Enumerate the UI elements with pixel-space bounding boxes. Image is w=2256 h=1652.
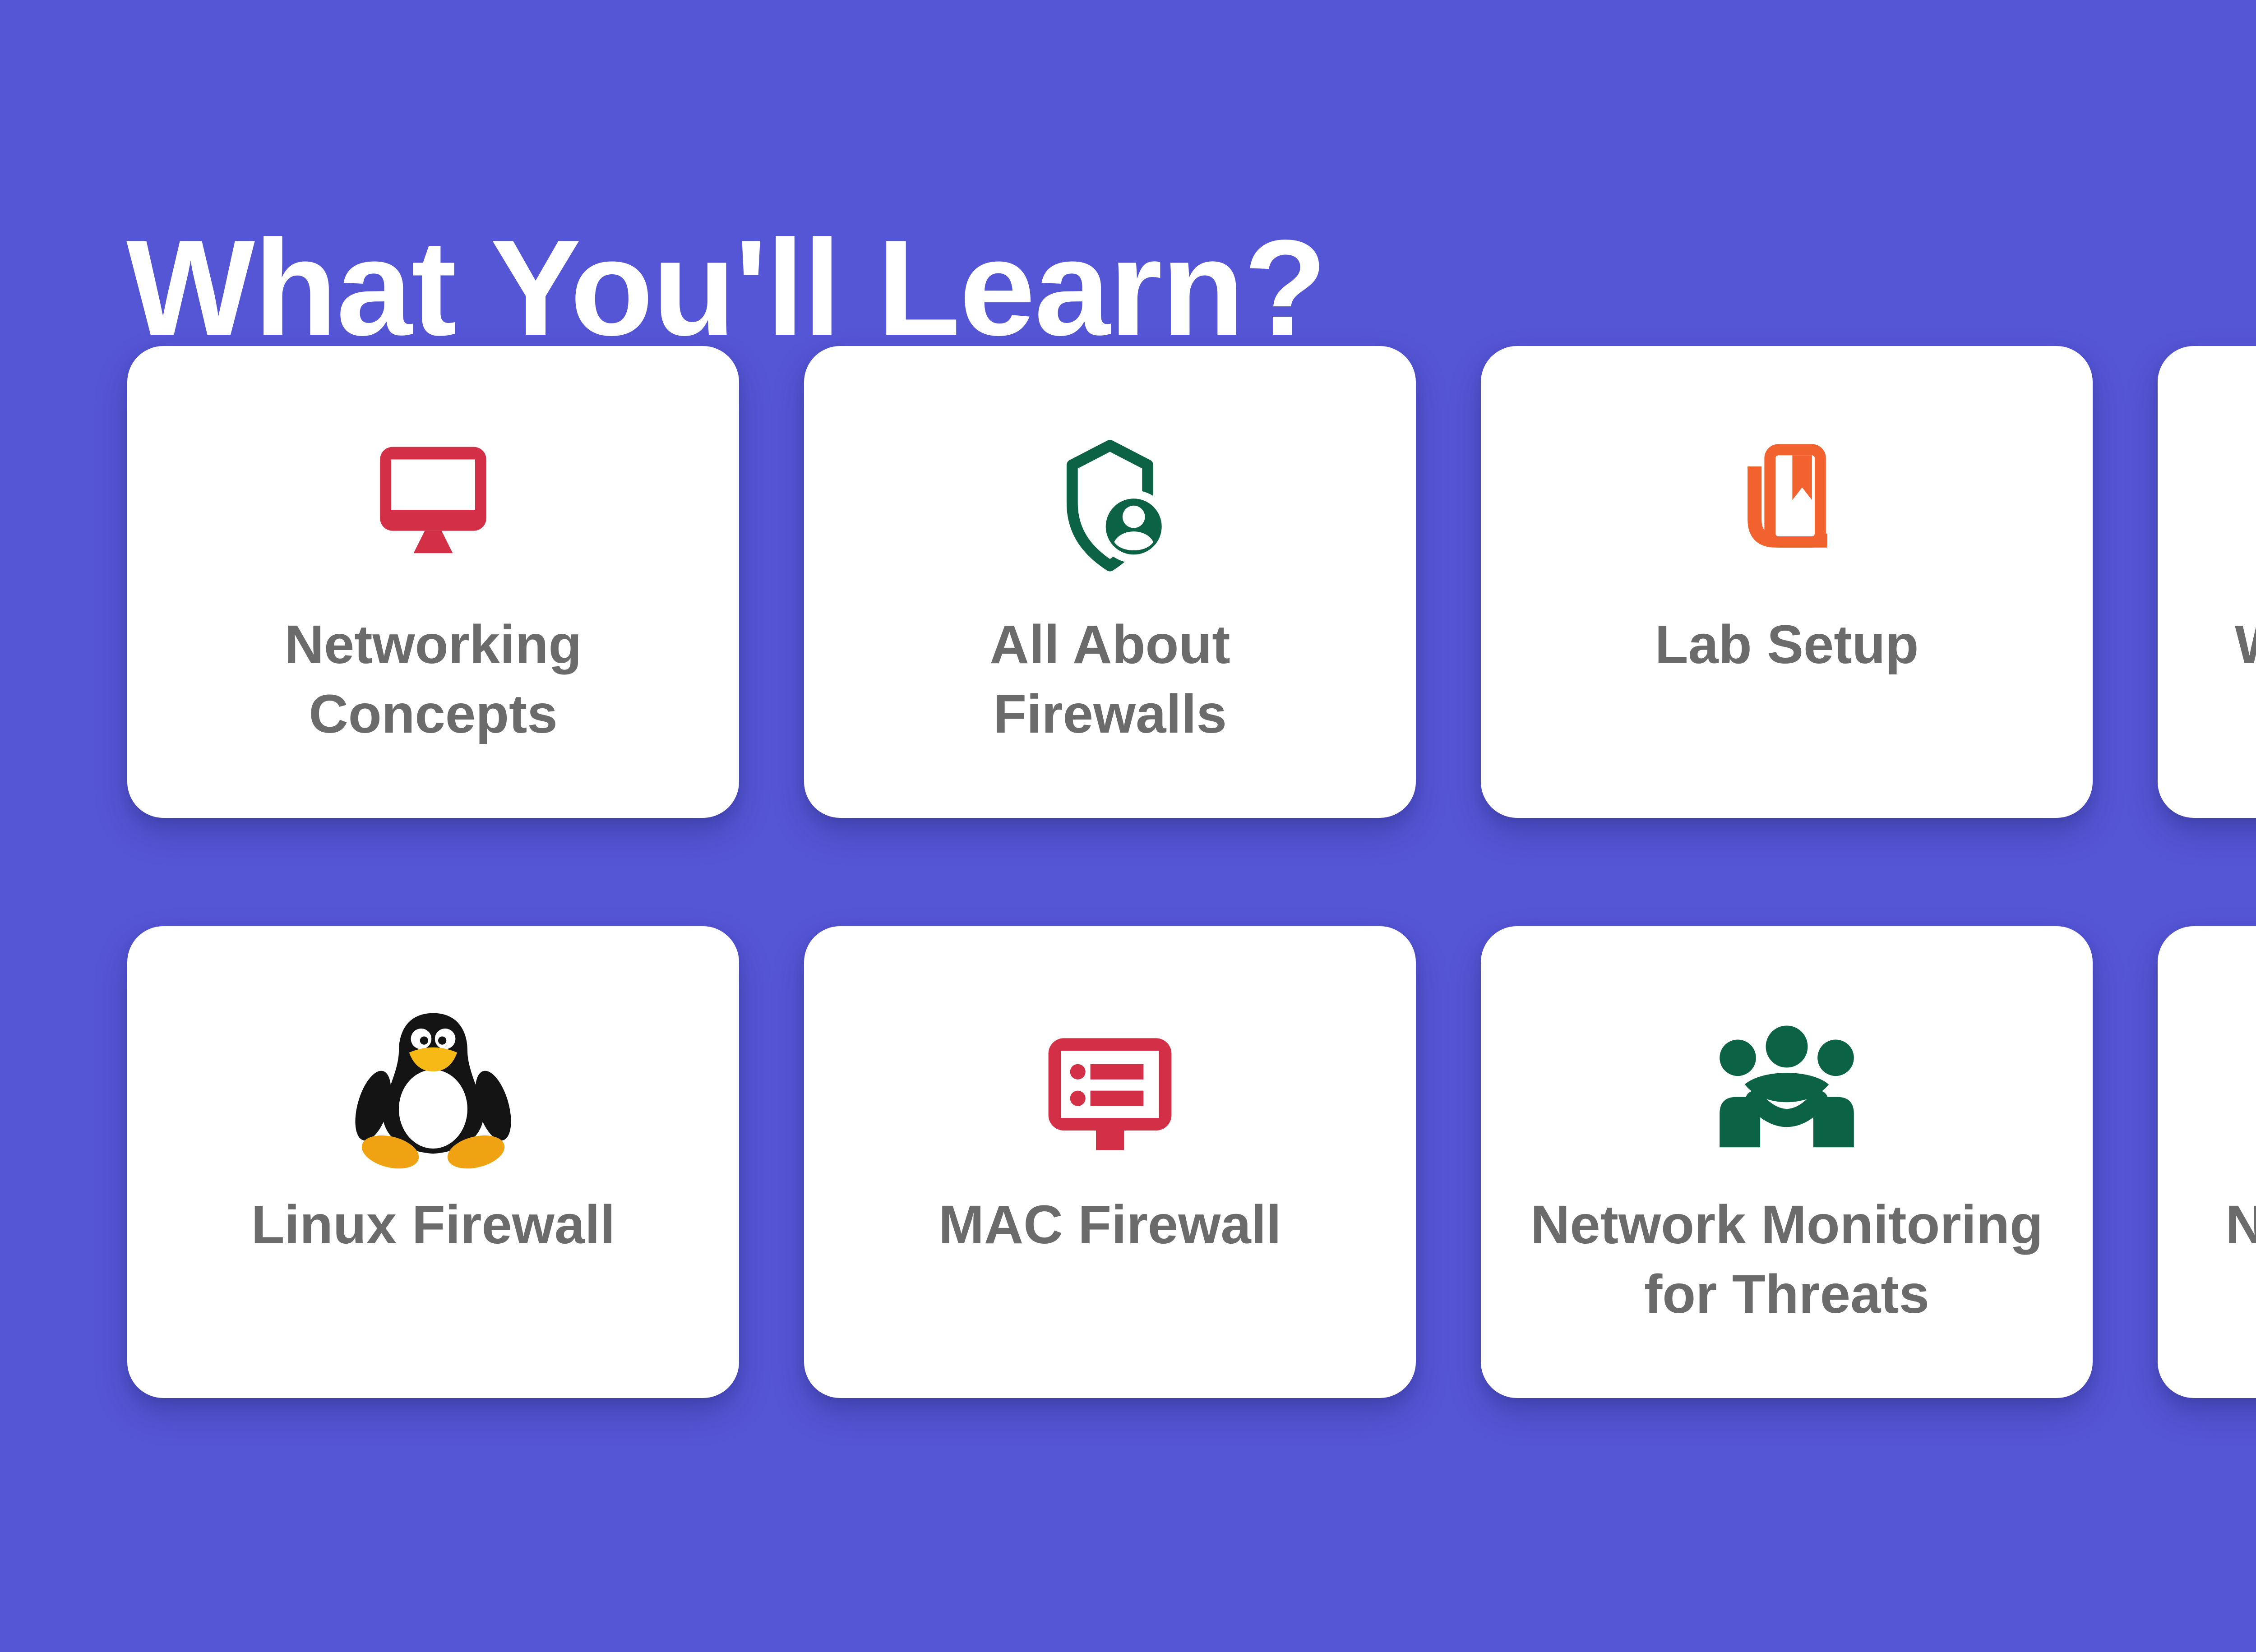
card-label: Networking Concepts — [284, 614, 582, 744]
desktop-monitor-icon — [363, 432, 503, 585]
shield-user-icon — [1040, 432, 1180, 585]
card-label: Network Scanning using nmap — [2225, 1194, 2256, 1255]
book-bookmark-icon — [1717, 432, 1857, 585]
people-group-icon — [1712, 1012, 1861, 1165]
card-label: All About Firewalls — [989, 614, 1230, 744]
card-network-scanning: Network Scanning using nmap — [2158, 926, 2256, 1398]
card-lab-setup: Lab Setup — [1481, 346, 2093, 818]
card-label: MAC Firewall — [938, 1194, 1281, 1255]
page-title: What You'll Learn? — [126, 211, 1327, 364]
card-network-monitoring: Network Monitoring for Threats — [1481, 926, 2093, 1398]
tux-penguin-icon — [347, 1012, 519, 1169]
card-label: Linux Firewall — [251, 1194, 615, 1255]
card-label: Network Monitoring for Threats — [1530, 1194, 2043, 1324]
card-all-about-firewalls: All About Firewalls — [804, 346, 1416, 818]
card-linux-firewall: Linux Firewall — [127, 926, 739, 1398]
cards-grid: Networking Concepts All About Firewalls — [127, 346, 2256, 1398]
card-label: Windows Firewall — [2235, 610, 2256, 679]
card-networking-concepts: Networking Concepts — [127, 346, 739, 818]
card-label: Lab Setup — [1655, 614, 1919, 675]
screen-list-icon — [1040, 1012, 1180, 1165]
card-mac-firewall: MAC Firewall — [804, 926, 1416, 1398]
card-windows-firewall: Windows Firewall — [2158, 346, 2256, 818]
